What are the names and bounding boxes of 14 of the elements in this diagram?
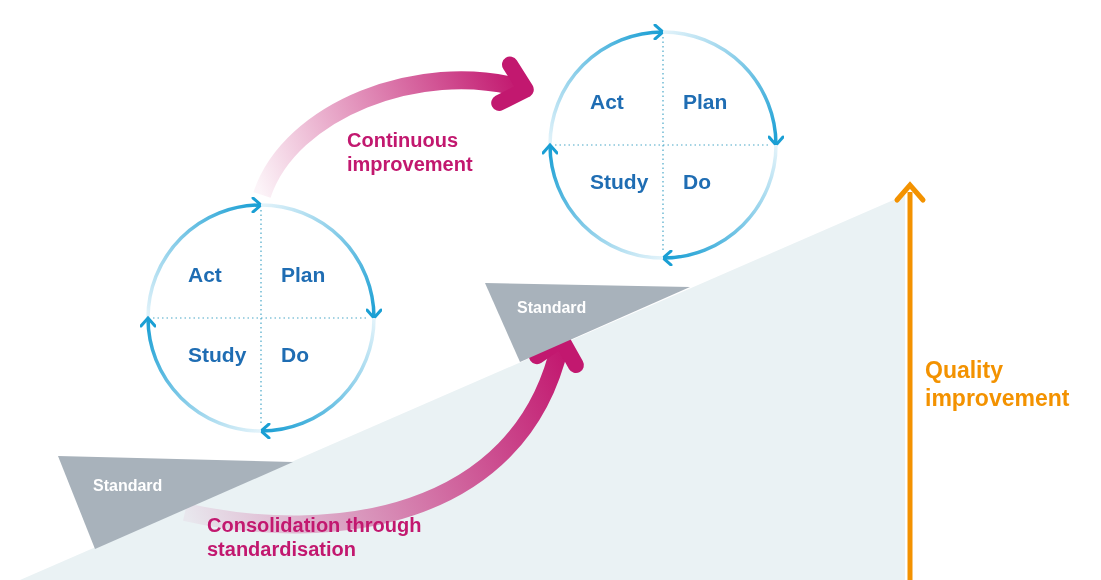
quadrant-label: Act bbox=[188, 263, 222, 287]
quadrant-label: Plan bbox=[281, 263, 326, 287]
quadrant-label: Study bbox=[188, 343, 247, 367]
edge-label: Consolidation through standardisation bbox=[207, 513, 423, 561]
wedge-label: Standard bbox=[93, 477, 163, 495]
quadrant-label: Plan bbox=[683, 90, 728, 114]
quadrant-label: Study bbox=[590, 170, 649, 194]
wedge-label: Standard bbox=[517, 299, 587, 317]
axis-label: Quality improvement bbox=[925, 356, 1071, 412]
curved-arrow bbox=[253, 57, 534, 199]
quadrant-label: Act bbox=[590, 90, 624, 114]
quadrant-label: Do bbox=[683, 170, 711, 194]
edge-label: Continuous improvement bbox=[347, 128, 474, 176]
quadrant-label: Do bbox=[281, 343, 309, 367]
